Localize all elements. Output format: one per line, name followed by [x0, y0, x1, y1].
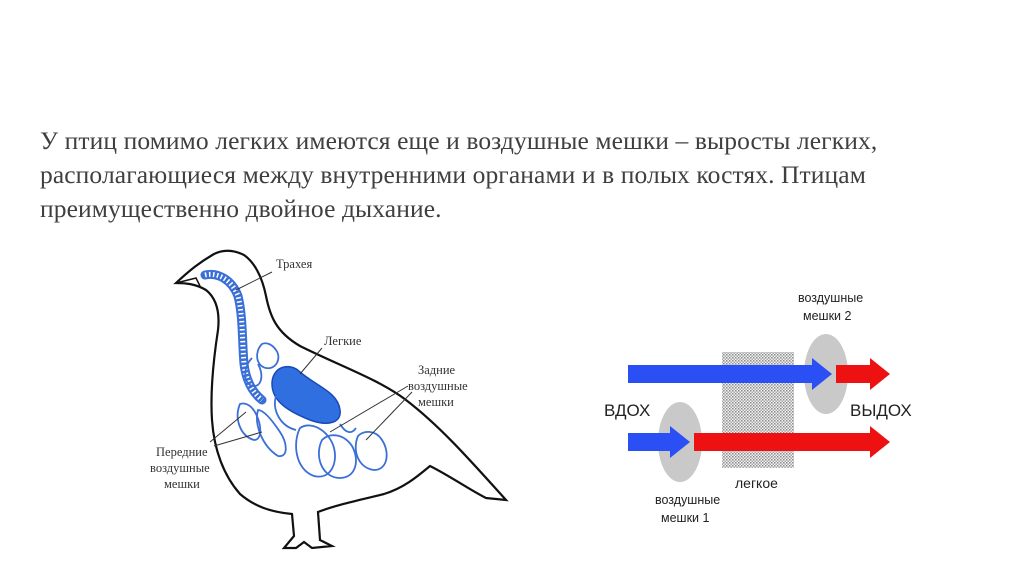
breathing-diagram: ВДОХ ВЫДОХ легкое воздушные мешки 2 возд… — [604, 291, 912, 525]
inhale-label: ВДОХ — [604, 401, 650, 420]
air-sacs-1-label-line2: мешки 1 — [661, 511, 709, 525]
exhale-label: ВЫДОХ — [850, 401, 912, 420]
air-sacs-1-label-line1: воздушные — [655, 493, 720, 507]
front-air-sacs-label-line2: воздушные — [150, 461, 210, 475]
front-air-sacs-label-line3: мешки — [164, 477, 200, 491]
lung-label: легкое — [735, 475, 778, 491]
rear-air-sacs-label-line3: мешки — [418, 395, 454, 409]
rear-air-sacs-label-line1: Задние — [418, 363, 456, 377]
bird-outline — [176, 251, 506, 548]
rear-air-sacs-label-line2: воздушные — [408, 379, 468, 393]
air-sacs-2-label-line2: мешки 2 — [803, 309, 851, 323]
trachea-label: Трахея — [276, 257, 312, 271]
air-sacs-2-label-line1: воздушные — [798, 291, 863, 305]
front-air-sacs-label-line1: Передние — [156, 445, 208, 459]
lungs-label: Легкие — [324, 334, 362, 348]
